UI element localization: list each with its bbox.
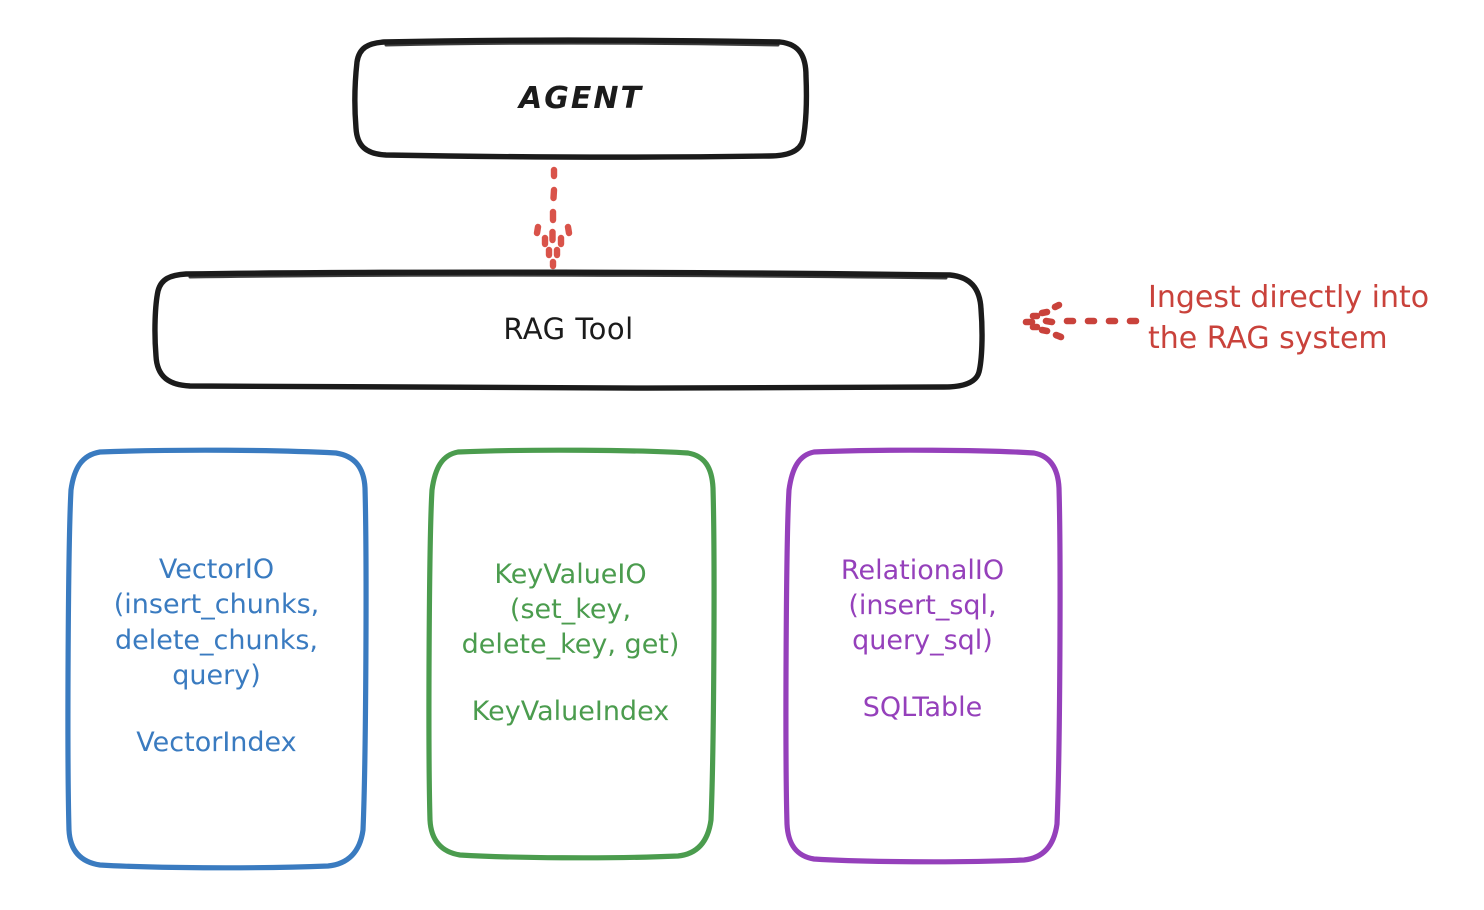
node-agent[interactable]: AGENT (355, 40, 807, 157)
node-rag-tool[interactable]: RAG Tool (155, 272, 982, 386)
vector-io-index-label: VectorIndex (136, 726, 297, 758)
relational-io-index-label: SQLTable (862, 692, 983, 724)
node-relational-io[interactable]: RelationalIO (insert_sql, query_sql) SQL… (786, 450, 1059, 862)
node-rag-tool-label: RAG Tool (503, 312, 634, 346)
agent-to-rag-tool-arrow (533, 166, 573, 270)
vector-io-text-stack: VectorIO (insert_chunks, delete_chunks, … (108, 552, 325, 757)
node-vector-io[interactable]: VectorIO (insert_chunks, delete_chunks, … (68, 450, 365, 868)
ingest-arrow (1022, 301, 1140, 341)
node-agent-label: AGENT (519, 81, 643, 116)
node-key-value-io[interactable]: KeyValueIO (set_key, delete_key, get) Ke… (428, 450, 713, 858)
key-value-io-text-stack: KeyValueIO (set_key, delete_key, get) Ke… (456, 557, 686, 727)
ingest-annotation-text: Ingest directly into the RAG system (1148, 280, 1430, 357)
relational-io-text-stack: RelationalIO (insert_sql, query_sql) SQL… (835, 553, 1010, 723)
relational-io-api-label: RelationalIO (insert_sql, query_sql) (840, 554, 1005, 657)
key-value-io-api-label: KeyValueIO (set_key, delete_key, get) (461, 558, 680, 661)
key-value-io-index-label: KeyValueIndex (471, 696, 670, 728)
vector-io-api-label: VectorIO (insert_chunks, delete_chunks, … (113, 554, 320, 691)
